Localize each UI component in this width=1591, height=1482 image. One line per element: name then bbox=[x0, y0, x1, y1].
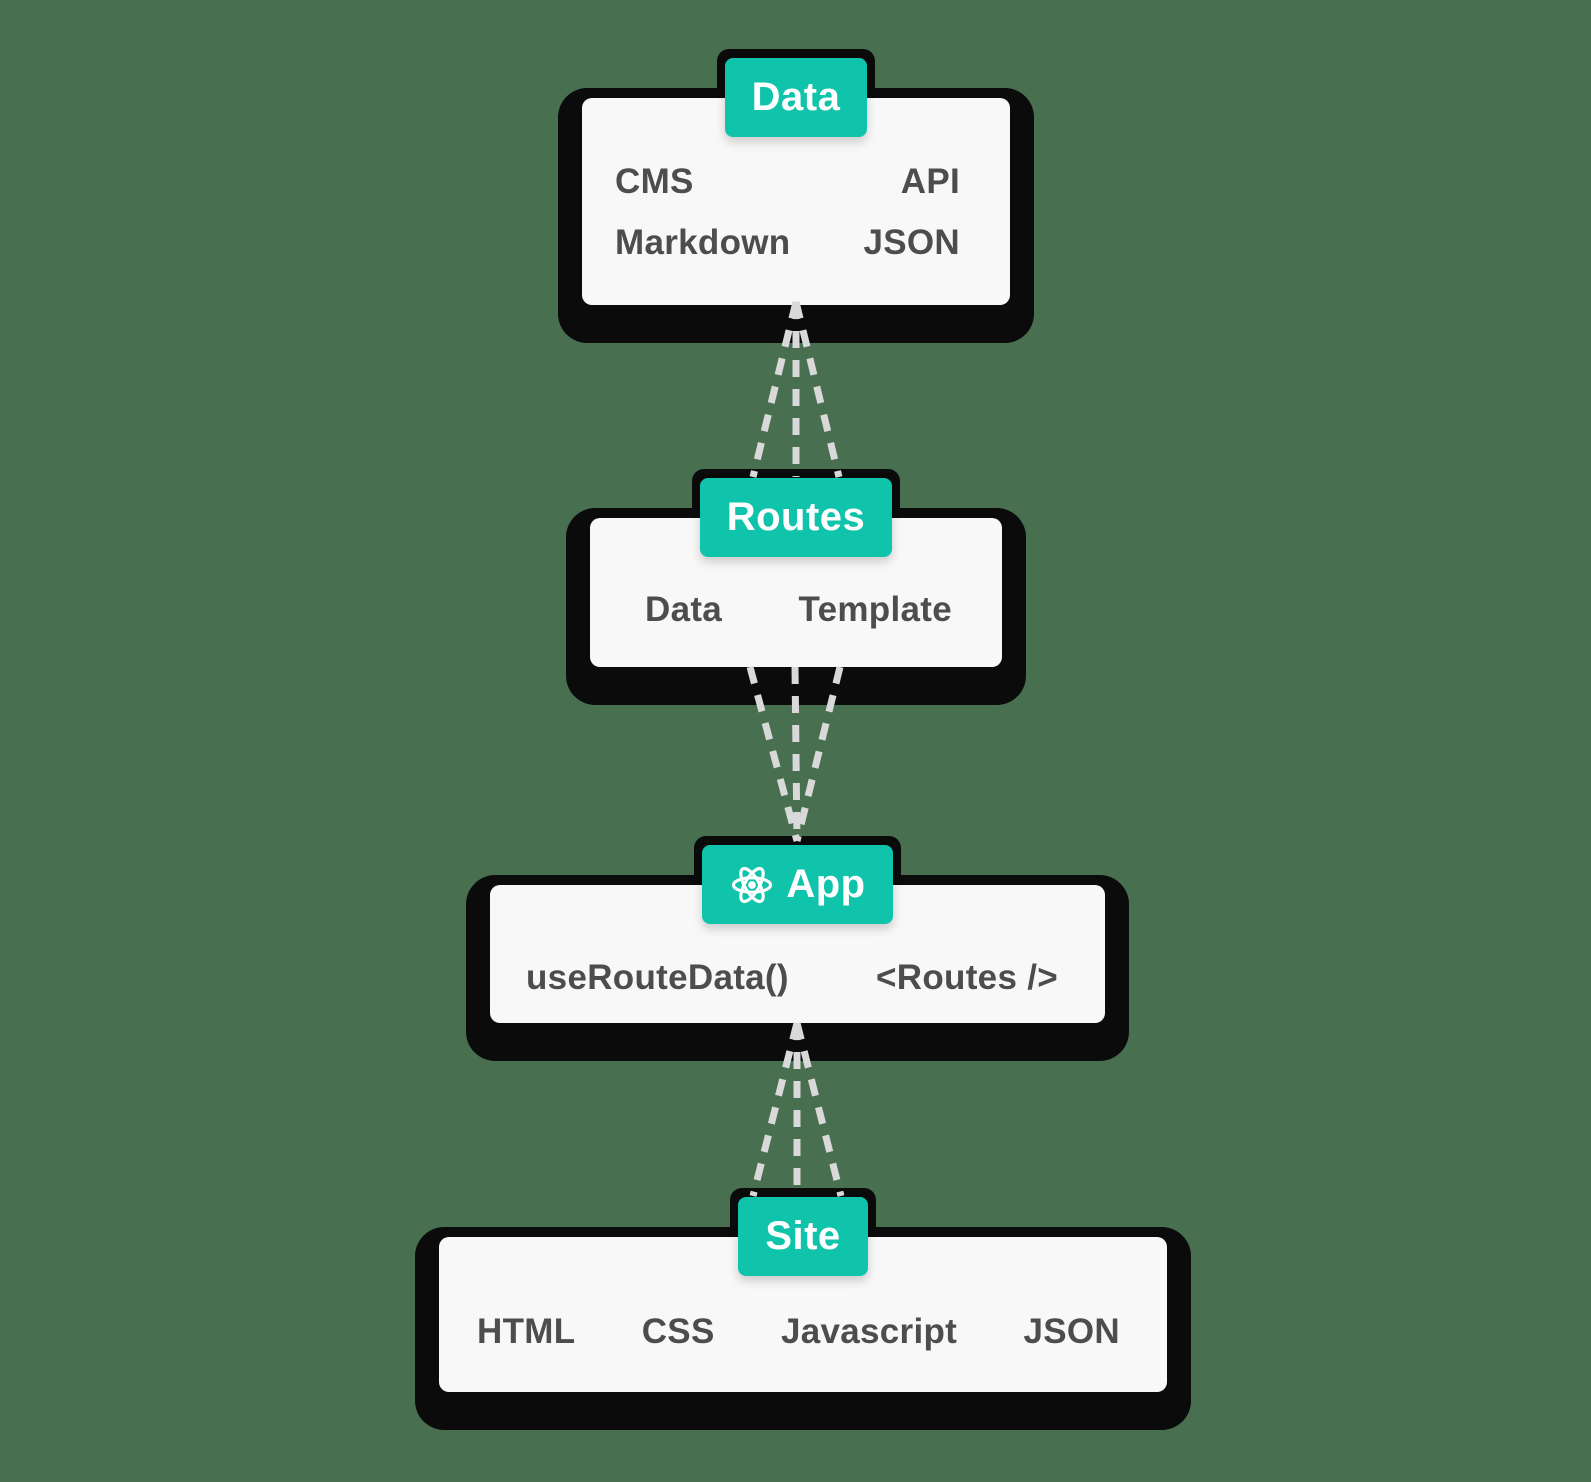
node-site: Site HTML CSS Javascript JSON bbox=[439, 1188, 1167, 1392]
node-app-label: App bbox=[702, 845, 893, 924]
node-app-labelwrap: App bbox=[694, 836, 901, 925]
node-item: API bbox=[900, 162, 960, 201]
node-data-items: CMS API Markdown JSON bbox=[582, 98, 1010, 305]
react-icon bbox=[732, 866, 773, 903]
node-item: useRouteData() bbox=[526, 958, 789, 997]
node-item: CSS bbox=[641, 1312, 715, 1351]
node-routes-label: Routes bbox=[699, 478, 893, 557]
node-site-items: HTML CSS Javascript JSON bbox=[439, 1237, 1167, 1392]
node-item: Data bbox=[645, 590, 723, 629]
node-item: JSON bbox=[863, 223, 960, 262]
node-data: Data CMS API Markdown JSON bbox=[582, 49, 1010, 305]
node-app-items: useRouteData() <Routes /> bbox=[490, 885, 1105, 1023]
node-label-text: App bbox=[786, 862, 866, 906]
node-data-labelwrap: Data bbox=[716, 49, 876, 138]
node-label-text: Data bbox=[751, 75, 841, 119]
node-routes: Routes Data Template bbox=[590, 469, 1002, 667]
node-item: HTML bbox=[477, 1312, 576, 1351]
node-routes-items: Data Template bbox=[590, 518, 1002, 667]
node-item: JSON bbox=[1023, 1312, 1120, 1351]
node-site-labelwrap: Site bbox=[730, 1188, 876, 1277]
edge-routes-app bbox=[746, 666, 844, 842]
node-item: <Routes /> bbox=[876, 958, 1058, 997]
node-label-text: Routes bbox=[726, 495, 866, 539]
node-site-label: Site bbox=[738, 1197, 868, 1276]
node-item: CMS bbox=[615, 162, 694, 201]
node-label-text: Site bbox=[765, 1214, 841, 1258]
edge-data-routes bbox=[749, 301, 843, 478]
node-app: App useRouteData() <Routes /> bbox=[490, 836, 1105, 1023]
edge-app-site bbox=[749, 1022, 845, 1197]
node-data-label: Data bbox=[724, 58, 868, 137]
node-item: Javascript bbox=[780, 1312, 958, 1351]
node-item: Template bbox=[798, 590, 952, 629]
node-routes-labelwrap: Routes bbox=[691, 469, 901, 558]
node-item: Markdown bbox=[615, 223, 791, 262]
